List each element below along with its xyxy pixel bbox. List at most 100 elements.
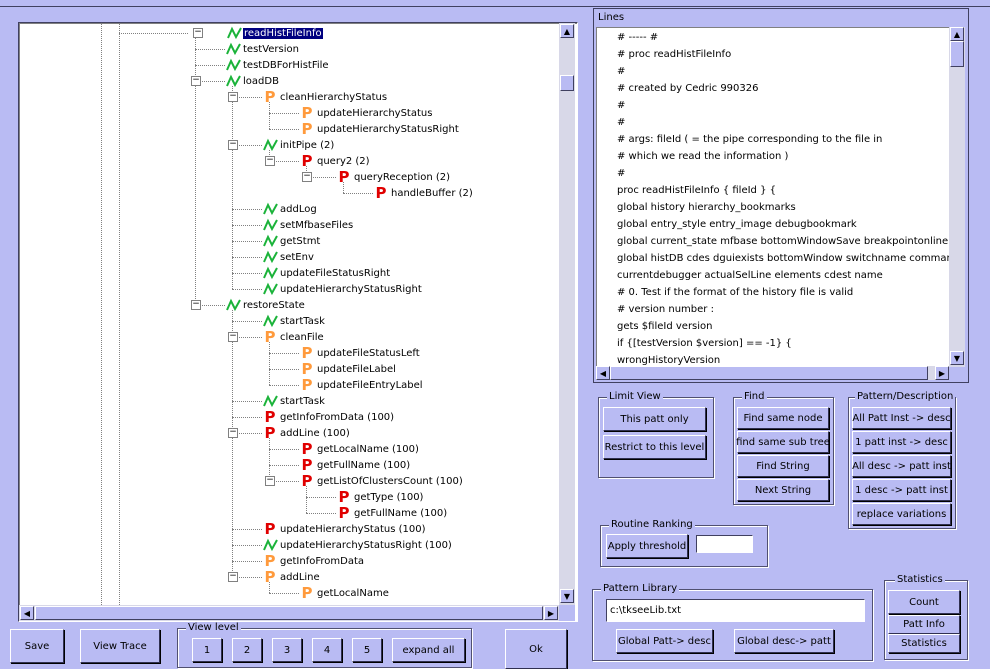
source-line[interactable]: wrongHistoryVersion bbox=[617, 355, 721, 366]
tree-node[interactable]: addLog bbox=[263, 201, 318, 217]
tree-node[interactable]: setEnv bbox=[263, 249, 315, 265]
scroll-left-button[interactable]: ◀ bbox=[20, 606, 34, 620]
source-line[interactable]: global histDB cdes dguiexists bottomWind… bbox=[617, 253, 949, 264]
view-trace-button[interactable]: View Trace bbox=[80, 629, 160, 663]
tree-node[interactable]: loadDB bbox=[226, 73, 280, 89]
source-line[interactable]: # created by Cedric 990326 bbox=[617, 83, 759, 94]
source-line[interactable]: # bbox=[617, 66, 626, 77]
collapse-toggle-icon[interactable]: − bbox=[228, 331, 238, 342]
collapse-toggle-icon[interactable]: − bbox=[265, 475, 275, 486]
source-lines-view[interactable]: # ----- # # proc readHistFileInfo # # creat… bbox=[596, 27, 949, 368]
collapse-toggle-icon[interactable]: − bbox=[302, 171, 312, 182]
collapse-toggle-icon[interactable]: − bbox=[228, 427, 238, 438]
lines-horizontal-scrollbar[interactable]: ◀ ▶ bbox=[596, 366, 949, 380]
one-desc-to-patt-inst-button[interactable]: 1 desc -> patt inst bbox=[852, 479, 951, 501]
tree-node[interactable]: getStmt bbox=[263, 233, 321, 249]
source-line[interactable]: if {[testVersion $version] == -1} { bbox=[617, 338, 792, 349]
lines-scroll-thumb[interactable] bbox=[950, 41, 964, 67]
lines-scroll-right-button[interactable]: ▶ bbox=[935, 366, 949, 380]
tree-node[interactable]: testVersion bbox=[226, 41, 300, 57]
lines-scroll-left-button[interactable]: ◀ bbox=[596, 366, 610, 380]
tree-node[interactable]: readHistFileInfo bbox=[227, 25, 324, 41]
source-line[interactable]: # proc readHistFileInfo bbox=[617, 49, 732, 60]
tree-node[interactable]: initPipe (2) bbox=[263, 137, 335, 153]
view-level-1-button[interactable]: 1 bbox=[192, 638, 222, 662]
tree-horizontal-scrollbar[interactable]: ◀ ▶ bbox=[19, 605, 559, 621]
source-line[interactable]: # which we read the information ) bbox=[617, 151, 789, 162]
tree-node[interactable]: updateHierarchyStatusRight bbox=[263, 281, 423, 297]
view-level-3-button[interactable]: 3 bbox=[272, 638, 302, 662]
all-patt-inst-to-desc-button[interactable]: All Patt Inst -> desc bbox=[852, 407, 951, 429]
find-same-sub-tree-button[interactable]: find same sub tree bbox=[736, 431, 830, 453]
source-line[interactable]: global entry_style entry_image debugbook… bbox=[617, 219, 857, 230]
collapse-toggle-icon[interactable]: − bbox=[228, 91, 238, 102]
scroll-down-button[interactable]: ▼ bbox=[560, 589, 574, 603]
threshold-input[interactable] bbox=[696, 535, 753, 553]
tree-node[interactable]: updateFileStatusRight bbox=[263, 265, 391, 281]
tree-node[interactable]: startTask bbox=[263, 313, 326, 329]
view-level-5-button[interactable]: 5 bbox=[352, 638, 382, 662]
find-same-node-button[interactable]: Find same node bbox=[737, 407, 829, 429]
library-path-input[interactable]: c:\tkseeLib.txt bbox=[606, 599, 865, 622]
source-line[interactable]: # bbox=[617, 100, 626, 111]
tree-node[interactable]: restoreState bbox=[226, 297, 306, 313]
scroll-right-button[interactable]: ▶ bbox=[544, 606, 558, 620]
tree-node[interactable]: updateHierarchyStatusRight (100) bbox=[263, 537, 453, 553]
collapse-toggle-icon[interactable]: − bbox=[265, 155, 275, 166]
statistics-button[interactable]: Statistics bbox=[888, 634, 960, 653]
view-level-4-button[interactable]: 4 bbox=[312, 638, 342, 662]
tree-vertical-scrollbar[interactable]: ▲ ▼ bbox=[559, 23, 575, 605]
collapse-toggle-icon[interactable]: − bbox=[228, 571, 238, 582]
all-desc-to-patt-inst-button[interactable]: All desc -> patt inst bbox=[852, 455, 951, 477]
source-line[interactable]: proc readHistFileInfo { fileId } { bbox=[617, 185, 776, 196]
tree-node[interactable]: testDBForHistFile bbox=[226, 57, 330, 73]
tree-node[interactable]: setMfbaseFiles bbox=[263, 217, 354, 233]
ok-button[interactable]: Ok bbox=[505, 629, 567, 669]
source-line[interactable]: # bbox=[617, 117, 626, 128]
source-line[interactable]: currentdebugger actualSelLine elements c… bbox=[617, 270, 883, 281]
scroll-up-button[interactable]: ▲ bbox=[560, 24, 574, 38]
expand-all-button[interactable]: expand all bbox=[392, 638, 465, 662]
source-line[interactable]: # args: fileId ( = the pipe correspondin… bbox=[617, 134, 883, 145]
find-string-button[interactable]: Find String bbox=[737, 455, 829, 477]
next-string-button[interactable]: Next String bbox=[737, 479, 829, 501]
collapse-toggle-icon[interactable]: − bbox=[191, 299, 201, 310]
one-patt-inst-to-desc-button[interactable]: 1 patt inst -> desc bbox=[852, 431, 951, 453]
source-line[interactable]: global current_state mfbase bottomWindow… bbox=[617, 236, 949, 247]
collapse-toggle-icon[interactable]: − bbox=[191, 75, 201, 86]
patt-info-button[interactable]: Patt Info bbox=[888, 615, 960, 634]
lines-hscroll-thumb[interactable] bbox=[610, 366, 928, 380]
source-line[interactable]: # version number : bbox=[617, 304, 714, 315]
source-line[interactable]: # ----- # bbox=[617, 32, 659, 43]
tree-node[interactable]: startTask bbox=[263, 393, 326, 409]
scroll-thumb[interactable] bbox=[560, 75, 574, 91]
hscroll-thumb[interactable] bbox=[35, 606, 543, 620]
source-line[interactable]: # bbox=[617, 168, 626, 179]
source-line[interactable]: gets $fileId version bbox=[617, 321, 713, 332]
count-button[interactable]: Count bbox=[888, 590, 960, 614]
global-patt-to-desc-button[interactable]: Global Patt-> desc bbox=[616, 629, 713, 653]
view-level-2-button[interactable]: 2 bbox=[232, 638, 262, 662]
global-desc-to-patt-button[interactable]: Global desc-> patt bbox=[734, 629, 834, 653]
replace-variations-button[interactable]: replace variations bbox=[852, 503, 951, 525]
